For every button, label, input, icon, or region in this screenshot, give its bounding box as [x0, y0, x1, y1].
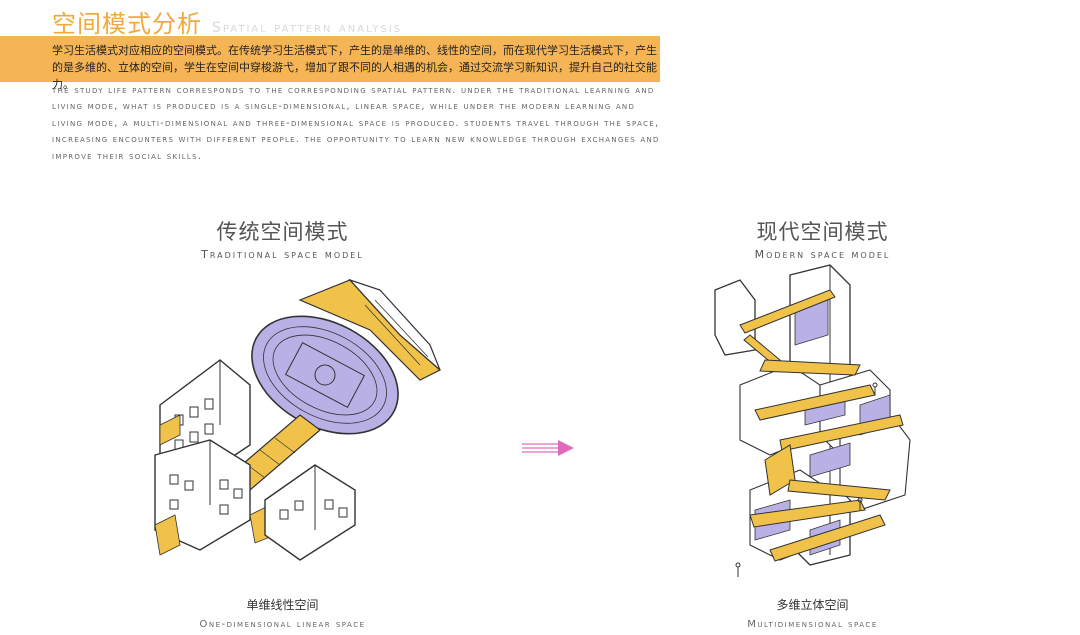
traditional-heading: 传统空间模式 Traditional space model — [150, 216, 415, 261]
title-english: Spatial pattern analysis — [212, 20, 403, 36]
intro-chinese-text: 学习生活模式对应相应的空间模式。在传统学习生活模式下，产生的是单维的、线性的空间… — [52, 44, 657, 91]
modern-heading-cn: 现代空间模式 — [756, 220, 889, 244]
transition-arrow-icon — [522, 440, 574, 456]
page-title: 空间模式分析 Spatial pattern analysis — [52, 4, 403, 38]
modern-caption-cn: 多维立体空间 — [776, 598, 849, 612]
people-figures — [735, 382, 878, 577]
modern-heading: 现代空间模式 Modern space model — [690, 216, 955, 261]
highlight-band — [0, 36, 660, 82]
stadium-track — [251, 315, 399, 435]
title-chinese: 空间模式分析 — [52, 10, 202, 38]
traditional-caption-en: One-dimensional linear space — [199, 619, 366, 630]
intro-english-text: The study life pattern corresponds to th… — [52, 85, 660, 162]
traditional-campus-sketch — [154, 278, 442, 561]
bottom-right-building — [264, 464, 356, 561]
top-right-building — [298, 278, 442, 381]
traditional-heading-cn: 传统空间模式 — [216, 220, 349, 244]
modern-caption-en: Multidimensional space — [747, 619, 878, 630]
modern-campus-sketch — [714, 264, 911, 577]
yellow-ramps — [739, 289, 904, 562]
modern-heading-en: Modern space model — [754, 248, 891, 261]
traditional-caption-cn: 单维线性空间 — [246, 598, 319, 612]
traditional-caption: 单维线性空间 One-dimensional linear space — [150, 596, 415, 630]
traditional-heading-en: Traditional space model — [201, 248, 364, 261]
modern-caption: 多维立体空间 Multidimensional space — [680, 596, 945, 630]
